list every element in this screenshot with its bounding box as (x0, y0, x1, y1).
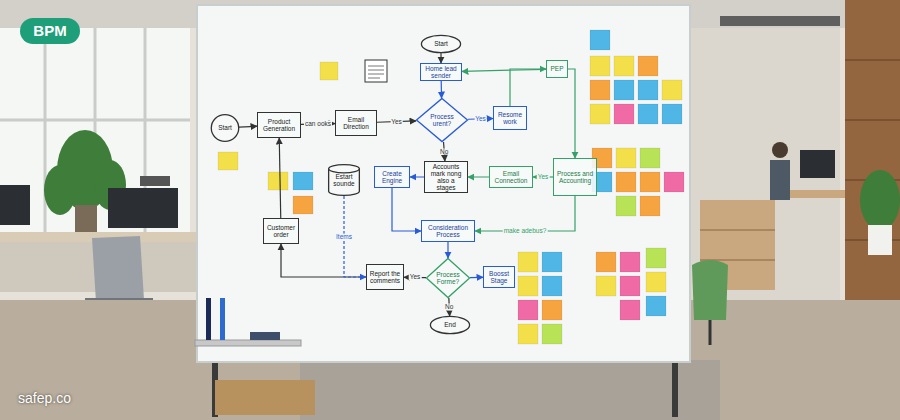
process-box: Boosst Stage (483, 266, 515, 288)
edge-label: No (444, 304, 454, 311)
edge-label: Yes (390, 118, 403, 125)
node-text: Process and Accounting (556, 170, 594, 184)
node-text: End (444, 321, 456, 328)
node-text: Estart sounde (330, 173, 358, 187)
node-text: Create Engine (377, 170, 407, 184)
process-box: Product Generation (257, 112, 301, 138)
process-box: Home lead sender (420, 63, 462, 81)
process-box: Create Engine (374, 166, 410, 188)
process-box: Email Connection (489, 166, 533, 188)
edge-label: No (439, 148, 449, 155)
edge-label: Yes (409, 274, 422, 281)
flow-arrow (533, 176, 553, 177)
node-text: PEP (550, 65, 563, 72)
flow-arrow (410, 176, 424, 177)
flow-arrow (470, 277, 483, 278)
flow-arrow (440, 53, 441, 63)
node-text: Resome work (496, 111, 524, 125)
node-text: Boosst Stage (486, 270, 512, 284)
flow-arrow (468, 118, 493, 120)
node-text: Email Direction (338, 116, 374, 130)
process-box: Accounts mark nong also a stages (424, 161, 468, 193)
node-text: Email Connection (492, 170, 530, 184)
node-text: Report the comments (369, 270, 401, 284)
flow-arrow (392, 188, 421, 231)
edge-label: Items (335, 233, 353, 240)
process-box: Process and Accounting (553, 158, 597, 196)
flow-arrow (239, 126, 257, 127)
decision-diamond: Process Forme? (426, 258, 470, 298)
edge-label: can ooks (304, 121, 332, 128)
node-text: Home lead sender (423, 65, 459, 79)
flow-arrow (510, 69, 546, 106)
decision-diamond: Process urent? (416, 98, 468, 142)
node-text: Consideration Process (424, 224, 472, 238)
process-box: Customer order (263, 218, 299, 244)
flow-arrow (462, 69, 546, 71)
flow-arrow (404, 277, 426, 279)
node-text: Product Generation (260, 118, 298, 132)
flow-arrow (377, 121, 416, 122)
process-box: Resome work (493, 106, 527, 130)
flow-arrow (444, 142, 445, 161)
flow-arrow (344, 196, 366, 277)
start-oval: Start (421, 35, 461, 53)
node-text: Customer order (266, 224, 296, 238)
start-circle: Start (211, 114, 239, 142)
edge-label: Yes (537, 174, 550, 181)
process-box: PEP (546, 60, 568, 78)
watermark: safep.co (18, 388, 138, 408)
flow-arrow (447, 242, 448, 258)
flow-arrow (279, 138, 281, 218)
flow-arrow (568, 69, 575, 158)
flow-arrow (468, 176, 489, 177)
flow-arrow (475, 196, 575, 231)
process-box: Email Direction (335, 110, 377, 136)
edge-label: Yes (474, 115, 487, 122)
flow-arrow (448, 298, 450, 316)
node-text: Process urent? (423, 113, 460, 127)
end-oval: End (430, 316, 470, 334)
flow-arrow (281, 244, 366, 277)
flow-arrow (301, 123, 335, 125)
process-box: Report the comments (366, 264, 404, 290)
data-cylinder: Estart sounde (328, 164, 360, 196)
flow-arrow (441, 81, 443, 98)
node-text: Process Forme? (432, 271, 464, 285)
brand-badge: BPM (20, 18, 80, 44)
node-text: Accounts mark nong also a stages (427, 163, 465, 191)
edge-label: make adebus? (503, 228, 548, 235)
node-text: Start (218, 124, 232, 131)
process-box: Consideration Process (421, 220, 475, 242)
node-text: Start (434, 40, 448, 47)
